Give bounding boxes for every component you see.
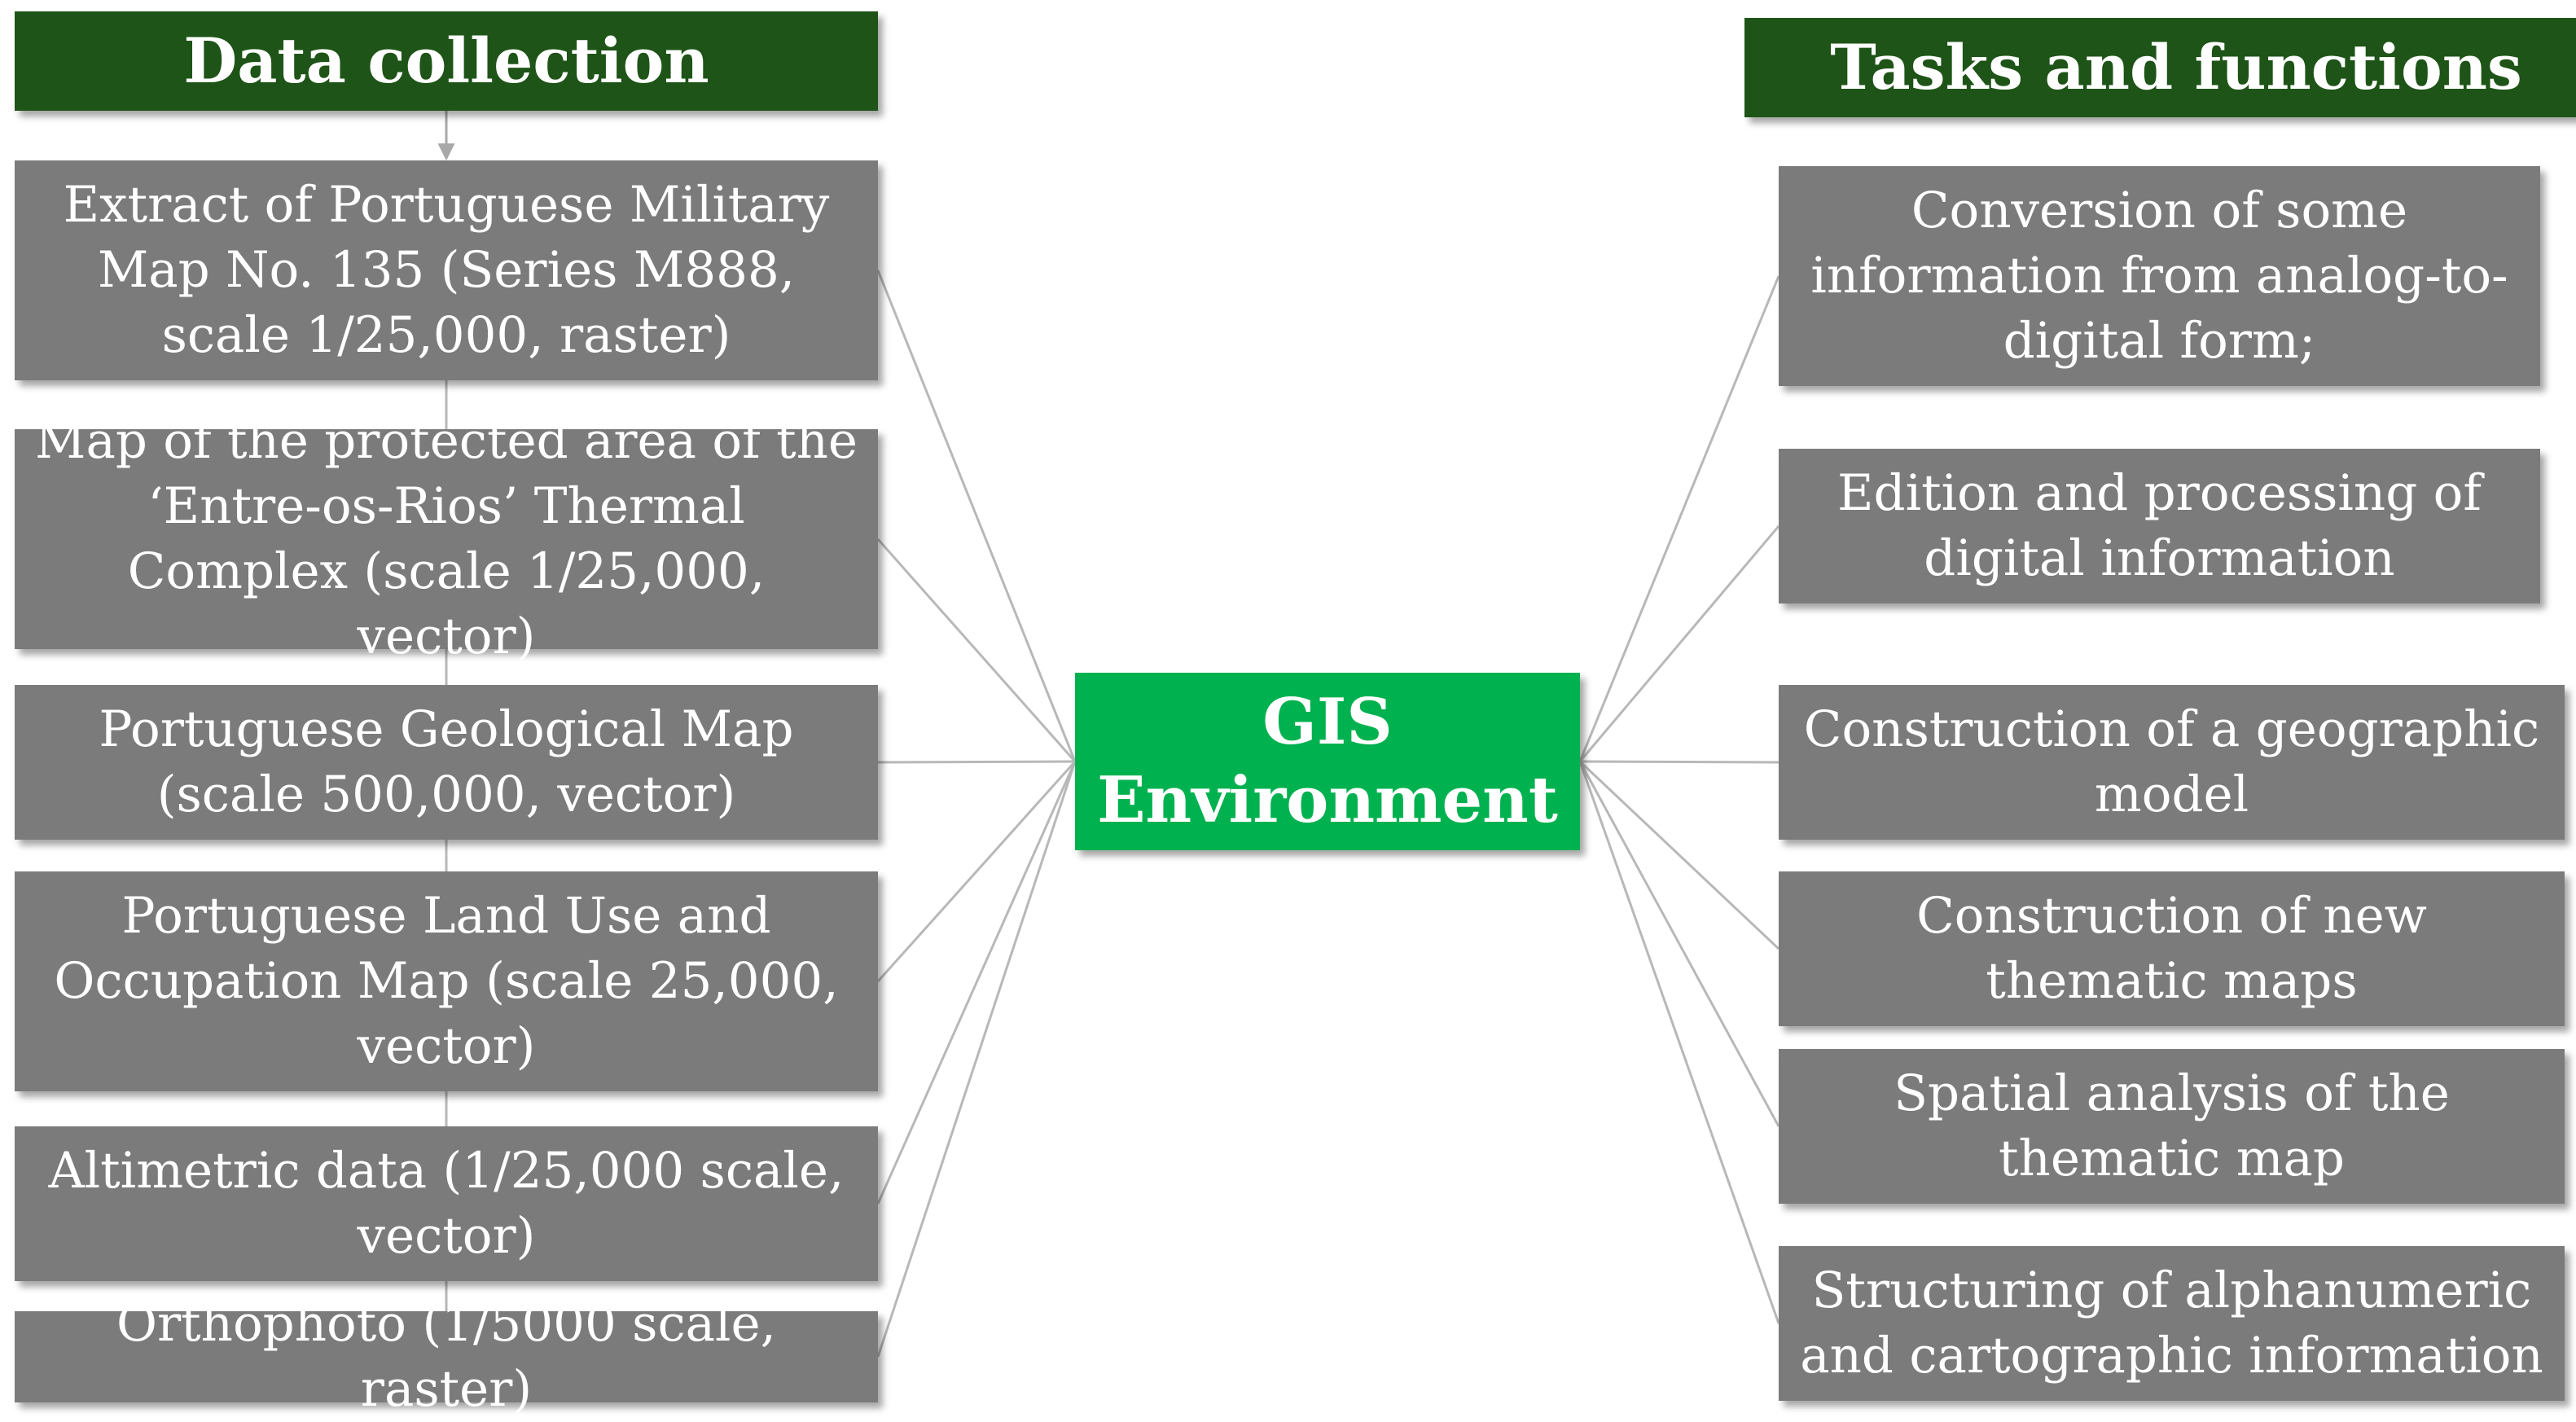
data-collection-item-text: Altimetric data (1/25,000 scale, vector) [48,1142,845,1265]
connector-tf-3 [1579,760,1780,764]
connector-tf-6 [1578,761,1780,1324]
gis-environment-node: GIS Environment [1075,673,1580,850]
data-collection-item-text: Extract of Portuguese Military Map No. 1… [63,176,830,364]
data-collection-item-text: Map of the protected area of the ‘Entre-… [35,412,858,665]
data-collection-item: Map of the protected area of the ‘Entre-… [15,412,878,665]
task-function-item-text: Edition and processing of digital inform… [1837,464,2482,587]
task-function-item: Spatial analysis of the thematic map [1779,1049,2565,1204]
tasks-functions-header: Tasks and functions [1744,18,2576,117]
connector-dc-3 [877,760,1076,764]
connector-tf-1 [1578,275,1780,762]
task-function-item-text: Structuring of alphanumeric and cartogra… [1800,1262,2543,1385]
connector-tf-2 [1578,525,1780,762]
task-function-item: Conversion of some information from anal… [1779,166,2540,386]
data-collection-item: Portuguese Land Use and Occupation Map (… [15,871,878,1091]
task-function-item: Edition and processing of digital inform… [1779,449,2540,603]
tasks-functions-title: Tasks and functions [1830,31,2522,103]
connector-dc-5 [876,761,1077,1205]
connector-dc-2 [876,538,1077,762]
gis-label-line-2: Environment [1097,763,1558,837]
connector-tf-5 [1578,761,1780,1127]
task-function-item: Structuring of alphanumeric and cartogra… [1779,1246,2565,1401]
gis-label-line-1: GIS [1262,685,1393,759]
data-collection-header: Data collection [15,11,878,111]
task-function-item: Construction of new thematic maps [1779,871,2565,1026]
connector-dc-4 [876,760,1077,983]
task-function-item: Construction of a geographic model [1779,685,2565,840]
data-collection-item-text: Portuguese Land Use and Occupation Map (… [54,887,839,1075]
data-collection-item-text: Orthophoto (1/5000 scale, raster) [116,1295,776,1418]
data-collection-item: Extract of Portuguese Military Map No. 1… [15,160,878,380]
data-collection-title: Data collection [183,24,709,97]
connector-tf-4 [1578,760,1780,950]
data-collection-item: Altimetric data (1/25,000 scale, vector) [15,1126,878,1281]
data-collection-item: Orthophoto (1/5000 scale, raster) [15,1295,878,1418]
task-function-item-text: Construction of new thematic maps [1916,887,2427,1010]
data-collection-item-text: Portuguese Geological Map (scale 500,000… [99,700,794,823]
connector-dc-6 [876,761,1077,1358]
connector-dc-1 [876,270,1077,762]
task-function-item-text: Construction of a geographic model [1803,700,2540,823]
task-function-item-text: Conversion of some information from anal… [1810,182,2508,370]
data-collection-item: Portuguese Geological Map (scale 500,000… [15,685,878,840]
task-function-item-text: Spatial analysis of the thematic map [1894,1064,2450,1187]
